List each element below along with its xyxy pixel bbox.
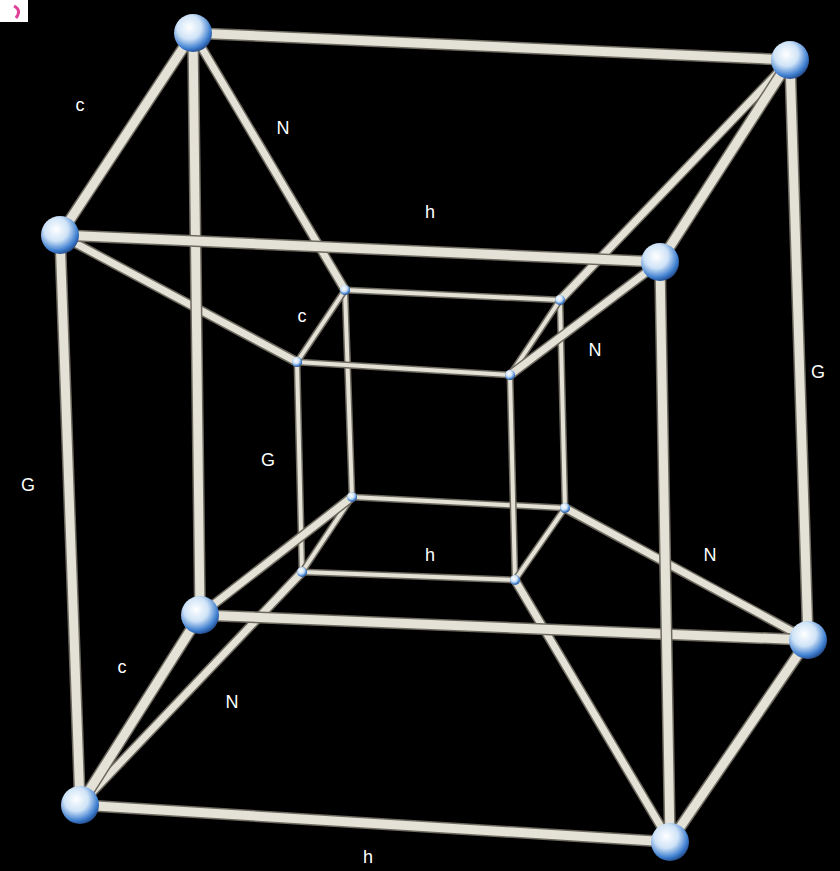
rod bbox=[200, 615, 808, 640]
vertex-sphere bbox=[789, 621, 827, 659]
edge-label: G bbox=[18, 474, 38, 496]
vertex-sphere bbox=[555, 295, 565, 305]
rod-shadow bbox=[60, 235, 80, 805]
edge-label: c bbox=[295, 305, 310, 327]
edge-label: N bbox=[701, 544, 720, 566]
rod-shadow bbox=[80, 572, 302, 805]
vertex-sphere bbox=[174, 14, 212, 52]
rod bbox=[193, 33, 200, 615]
rod bbox=[345, 290, 352, 497]
rod-shadow bbox=[60, 33, 193, 235]
vertex-sphere bbox=[340, 285, 350, 295]
rod bbox=[60, 235, 297, 362]
rod bbox=[302, 572, 515, 580]
rod-shadow bbox=[193, 33, 790, 60]
edge-label: G bbox=[808, 361, 828, 383]
corner-fragment bbox=[0, 0, 28, 22]
rod-shadow bbox=[510, 375, 515, 580]
rod-shadow bbox=[790, 60, 808, 640]
rod-shadow bbox=[345, 290, 352, 497]
vertex-sphere bbox=[771, 41, 809, 79]
rod-shadow bbox=[80, 805, 670, 842]
rod-shadow bbox=[670, 640, 808, 842]
rod bbox=[660, 60, 790, 262]
rod bbox=[60, 235, 660, 262]
rod bbox=[790, 60, 808, 640]
edge-label: N bbox=[274, 117, 293, 139]
vertex-sphere bbox=[41, 216, 79, 254]
rod bbox=[80, 615, 200, 805]
vertex-sphere bbox=[181, 596, 219, 634]
corner-mark bbox=[14, 6, 19, 18]
rod bbox=[60, 33, 193, 235]
rod bbox=[193, 33, 790, 60]
rod-shadow bbox=[515, 580, 670, 842]
vertex-sphere bbox=[61, 786, 99, 824]
rod bbox=[60, 235, 80, 805]
rod bbox=[565, 508, 808, 640]
rod bbox=[80, 572, 302, 805]
rod bbox=[80, 805, 670, 842]
rod bbox=[510, 375, 515, 580]
rod bbox=[515, 508, 565, 580]
rod-shadow bbox=[515, 508, 565, 580]
vertex-sphere bbox=[560, 503, 570, 513]
rod bbox=[345, 290, 560, 300]
edge-label: N bbox=[586, 339, 605, 361]
rod-shadow bbox=[352, 497, 565, 508]
tesseract-edges bbox=[60, 33, 808, 842]
rod bbox=[297, 362, 510, 375]
rod bbox=[670, 640, 808, 842]
edge-label: h bbox=[422, 544, 438, 566]
rod-shadow bbox=[302, 572, 515, 580]
rod-shadow bbox=[80, 615, 200, 805]
vertex-sphere bbox=[297, 567, 307, 577]
rod bbox=[660, 262, 670, 842]
rod-shadow bbox=[660, 262, 670, 842]
rod-shadow bbox=[565, 508, 808, 640]
vertex-sphere bbox=[641, 243, 679, 281]
vertex-sphere bbox=[347, 492, 357, 502]
edge-label: h bbox=[360, 846, 376, 868]
vertex-spheres bbox=[41, 14, 827, 861]
edge-label: h bbox=[422, 201, 438, 223]
rod-shadow bbox=[297, 362, 510, 375]
edge-label: c bbox=[115, 656, 130, 678]
rod-shadow bbox=[660, 60, 790, 262]
rod-shadow bbox=[60, 235, 660, 262]
rod bbox=[515, 580, 670, 842]
rod bbox=[510, 262, 660, 375]
edge-label: G bbox=[258, 449, 278, 471]
edge-label: N bbox=[223, 691, 242, 713]
rod-shadow bbox=[200, 615, 808, 640]
rod-shadow bbox=[60, 235, 297, 362]
rod bbox=[352, 497, 565, 508]
rod-shadow bbox=[345, 290, 560, 300]
rod-shadow bbox=[193, 33, 200, 615]
vertex-sphere bbox=[651, 823, 689, 861]
vertex-sphere bbox=[292, 357, 302, 367]
vertex-sphere bbox=[505, 370, 515, 380]
rod-shadow bbox=[510, 262, 660, 375]
edge-label: c bbox=[73, 94, 88, 116]
vertex-sphere bbox=[510, 575, 520, 585]
